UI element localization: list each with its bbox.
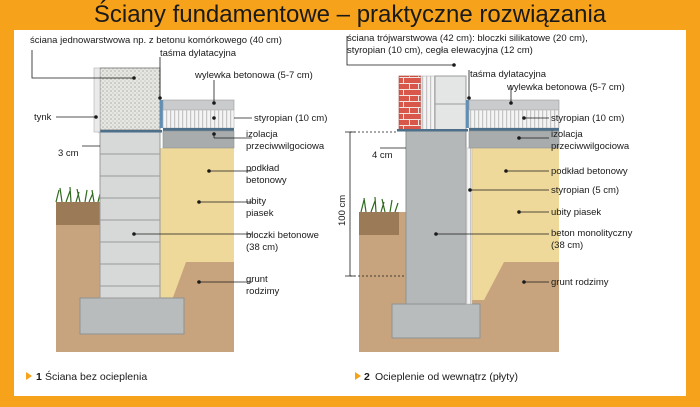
right-concrete-wall <box>405 129 467 305</box>
page-title: Ściany fundamentowe – praktyczne rozwiąz… <box>93 1 607 28</box>
left-grass <box>55 186 101 203</box>
label-concrete-blocks-2: (38 cm) <box>246 242 278 253</box>
right-brick-layer <box>398 75 422 131</box>
label-styrofoam: styropian (10 cm) <box>254 113 327 124</box>
caption-right: Ocieplenie od wewnątrz (płyty) <box>375 371 518 383</box>
label-render: tynk <box>34 112 52 123</box>
label-damp-proofing: izolacja <box>246 129 278 140</box>
label-native-soil-2: rodzimy <box>246 286 280 297</box>
right-silicate-blocks <box>434 75 467 131</box>
left-caption: 1 Ściana bez ocieplenia <box>26 370 147 383</box>
dimension-100cm <box>345 131 406 277</box>
right-concrete-base <box>468 130 560 149</box>
label-concrete-screed: wylewka betonowa (5-7 cm) <box>194 70 313 81</box>
label-concrete-base: podkład <box>246 163 279 174</box>
left-concrete-base <box>162 130 235 149</box>
left-diagram: ściana jednowarstwowa np. z betonu komór… <box>26 35 327 383</box>
label-three-layer-wall: ściana trójwarstwowa (42 cm): bloczki si… <box>347 33 588 44</box>
label-dim-100cm: 100 cm <box>337 195 348 226</box>
label-damp-proofing-right-2: przeciwwilgociowa <box>551 141 630 152</box>
left-block-wall <box>99 131 161 299</box>
label-damp-proofing-2: przeciwwilgociowa <box>246 141 325 152</box>
caption-left: Ściana bez ocieplenia <box>45 370 147 383</box>
label-three-layer-wall-2: styropian (10 cm), cegła elewacyjna (12 … <box>347 45 533 56</box>
right-grass <box>360 196 399 213</box>
caption-number-2: 2 <box>364 371 370 383</box>
diagram-panel: ściana jednowarstwowa np. z betonu komór… <box>14 30 686 396</box>
right-caption: 2 Ocieplenie od wewnątrz (płyty) <box>355 371 518 383</box>
label-styrofoam-5cm: styropian (5 cm) <box>551 185 619 196</box>
label-dilatation-tape-right: taśma dylatacyjna <box>470 69 547 80</box>
right-footing <box>391 303 481 339</box>
left-styrofoam <box>162 109 235 129</box>
left-upper-wall <box>99 67 161 131</box>
right-diagram: 100 cm <box>337 33 633 383</box>
left-leaders <box>31 50 252 283</box>
caption-number-1: 1 <box>36 371 42 383</box>
label-compacted-sand-2: piasek <box>246 208 274 219</box>
right-leaders <box>346 36 549 283</box>
left-footing <box>79 297 185 335</box>
label-damp-proofing-right: izolacja <box>551 129 583 140</box>
right-styrofoam <box>468 109 560 129</box>
label-concrete-blocks: bloczki betonowe <box>246 230 319 241</box>
caption-arrow-icon <box>26 372 32 380</box>
left-screed <box>162 99 235 111</box>
label-native-soil: grunt <box>246 274 268 285</box>
label-concrete-base-2: betonowy <box>246 175 287 186</box>
label-concrete-screed-right: wylewka betonowa (5-7 cm) <box>506 82 625 93</box>
label-dim-3cm: 3 cm <box>58 148 79 159</box>
label-compacted-sand: ubity <box>246 196 266 207</box>
label-dim-4cm: 4 cm <box>372 150 393 161</box>
label-monolithic-concrete: beton monolityczny <box>551 228 633 239</box>
label-dilatation-tape: taśma dylatacyjna <box>160 48 237 59</box>
label-concrete-base-right: podkład betonowy <box>551 166 628 177</box>
label-native-soil-right: grunt rodzimy <box>551 277 609 288</box>
label-compacted-sand-right: ubity piasek <box>551 207 601 218</box>
label-single-layer-wall: ściana jednowarstwowa np. z betonu komór… <box>30 35 282 46</box>
label-monolithic-concrete-2: (38 cm) <box>551 240 583 251</box>
diagram-canvas: ściana jednowarstwowa np. z betonu komór… <box>26 33 633 383</box>
right-sand <box>468 148 559 300</box>
right-screed <box>468 99 560 111</box>
label-styrofoam-right: styropian (10 cm) <box>551 113 624 124</box>
right-styrofoam-wall <box>420 75 436 131</box>
caption-arrow-icon <box>355 372 361 380</box>
left-sand <box>160 148 234 300</box>
